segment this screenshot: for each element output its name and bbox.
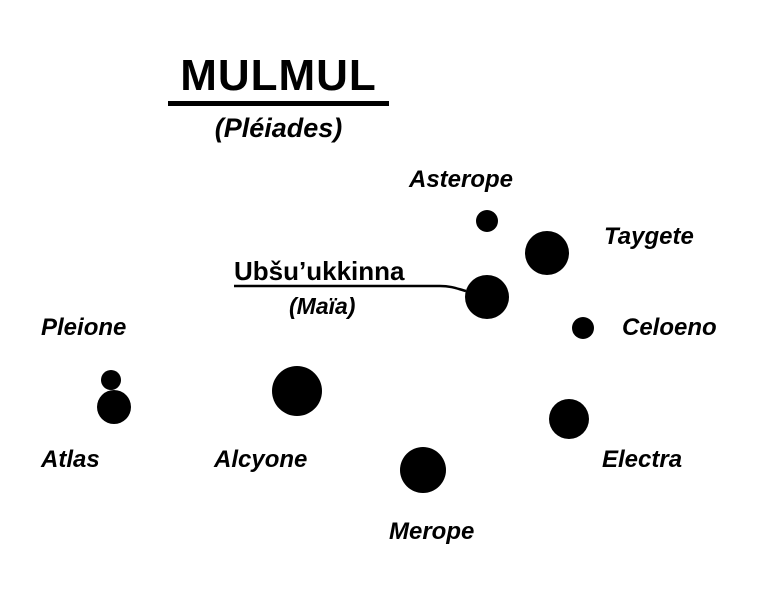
- maia-leader-line: [234, 284, 467, 293]
- label-electra: Electra: [602, 446, 683, 473]
- label-celoeno: Celoeno: [622, 314, 717, 341]
- label-maia-alt: (Maïa): [289, 293, 356, 319]
- star-taygete: [525, 231, 569, 275]
- label-maia-name: Ubšu’ukkinna: [234, 256, 405, 286]
- page-title: MULMUL: [180, 51, 377, 100]
- title-underline: [168, 101, 389, 106]
- star-electra: [549, 399, 589, 439]
- label-atlas: Atlas: [41, 446, 100, 473]
- star-pleione: [101, 370, 121, 390]
- star-atlas: [97, 390, 131, 424]
- page-subtitle: (Pléiades): [214, 113, 343, 143]
- label-merope: Merope: [389, 518, 475, 545]
- star-alcyone: [272, 366, 322, 416]
- label-pleione: Pleione: [41, 314, 127, 341]
- label-asterope: Asterope: [409, 166, 514, 193]
- star-merope: [400, 447, 446, 493]
- star-maia: [465, 275, 509, 319]
- label-alcyone: Alcyone: [214, 446, 308, 473]
- label-taygete: Taygete: [604, 223, 694, 250]
- star-celoeno: [572, 317, 594, 339]
- star-asterope: [476, 210, 498, 232]
